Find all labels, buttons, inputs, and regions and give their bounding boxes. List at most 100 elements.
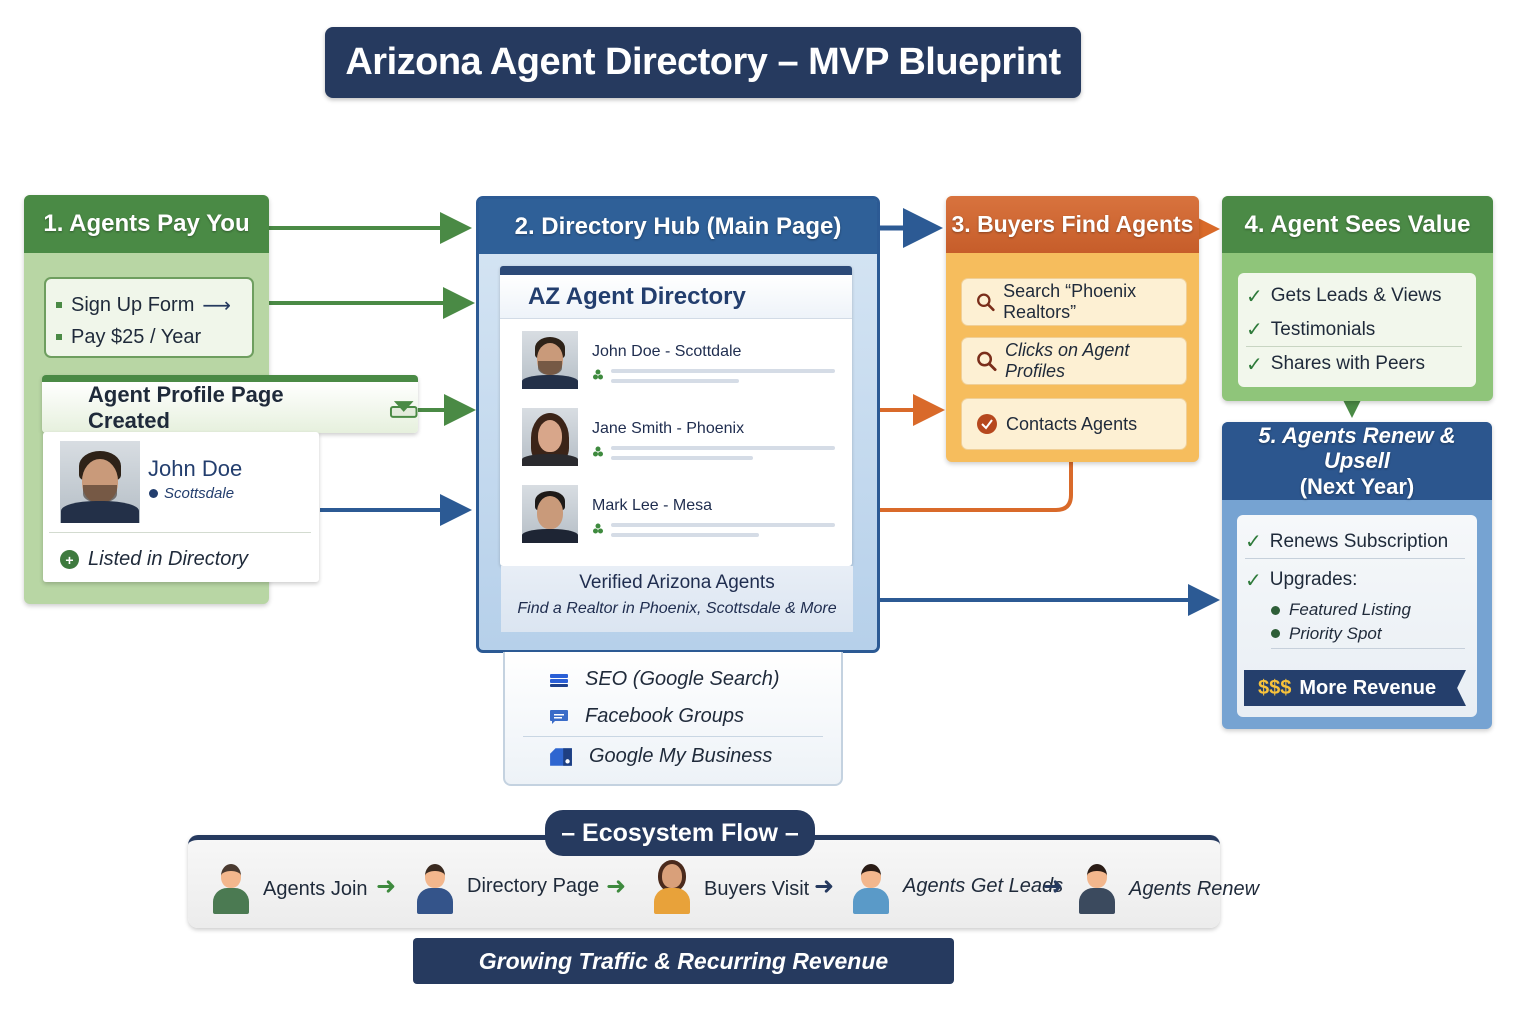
buyer-action-item[interactable]: Search “Phoenix Realtors” bbox=[961, 278, 1187, 326]
directory-window: AZ Agent Directory John Doe - Scottdale … bbox=[500, 266, 852, 566]
listed-status: + Listed in Directory bbox=[60, 548, 248, 571]
placeholder-bar bbox=[611, 446, 835, 450]
eco-step-label: Agents Get Leads bbox=[903, 874, 1064, 897]
arrow-right-icon: ⟶ bbox=[202, 294, 232, 317]
signup-item-label: Pay $25 / Year bbox=[71, 325, 202, 348]
search-icon bbox=[977, 351, 997, 372]
step4-heading: 4. Agent Sees Value bbox=[1222, 196, 1493, 253]
value-item: ✓ Shares with Peers bbox=[1246, 347, 1476, 381]
eco-step: Agents Get Leads bbox=[851, 864, 1063, 914]
profile-location: Scottsdale bbox=[149, 485, 234, 502]
value-item: ✓Testimonials bbox=[1246, 313, 1462, 347]
eco-step: Agents Join bbox=[211, 864, 368, 914]
value-item: ✓ Gets Leads & Views bbox=[1246, 279, 1476, 313]
signup-item-label: Sign Up Form bbox=[71, 293, 195, 316]
directory-row[interactable]: John Doe - Scottdale bbox=[522, 331, 842, 391]
chat-bubble-icon bbox=[550, 709, 568, 724]
channel-item[interactable]: Google My Business bbox=[549, 745, 772, 768]
eco-step-label: Buyers Visit bbox=[704, 877, 810, 900]
step2-heading: 2. Directory Hub (Main Page) bbox=[479, 199, 877, 254]
eco-step-label: Directory Page bbox=[467, 874, 600, 897]
checkmark-icon: ✓ bbox=[1245, 569, 1262, 592]
agent-name: Jane Smith - Phoenix bbox=[592, 420, 745, 437]
placeholder-bar bbox=[611, 533, 759, 537]
placeholder-bar bbox=[611, 369, 835, 373]
buyer-action-label: Contacts Agents bbox=[1006, 413, 1138, 434]
person-icon bbox=[652, 864, 692, 914]
plus-circle-icon: + bbox=[60, 550, 79, 569]
agent-photo bbox=[522, 485, 578, 543]
step5-heading-line1: 5. Agents Renew & Upsell bbox=[1258, 423, 1456, 474]
footer-headline: Verified Arizona Agents bbox=[579, 572, 775, 593]
bullet-dot-icon bbox=[1271, 605, 1280, 615]
footer-tagline: Find a Realtor in Phoenix, Scottsdale & … bbox=[517, 600, 837, 617]
upgrade-option-label: Priority Spot bbox=[1289, 623, 1382, 643]
signup-item: Sign Up Form ⟶ bbox=[56, 289, 252, 321]
arrow-right-icon: ➜ bbox=[1043, 873, 1064, 900]
upgrade-option: Priority Spot bbox=[1271, 623, 1465, 649]
dollar-icon: $$$ bbox=[1258, 676, 1292, 699]
checkmark-icon: ✓ bbox=[1246, 285, 1263, 308]
step1-heading: 1. Agents Pay You bbox=[24, 195, 269, 253]
profile-city: Scottsdale bbox=[164, 485, 235, 502]
step5-heading-line2: (Next Year) bbox=[1299, 473, 1415, 499]
checkmark-icon: ✓ bbox=[1246, 353, 1263, 376]
agent-profile-card[interactable]: John Doe Scottsdale + Listed in Director… bbox=[43, 432, 319, 582]
step5-heading: 5. Agents Renew & Upsell (Next Year) bbox=[1222, 422, 1492, 500]
agent-name: John Doe - Scottdale bbox=[592, 343, 742, 360]
divider bbox=[523, 736, 823, 737]
arrow-right-icon: ➜ bbox=[376, 873, 397, 900]
placeholder-bar bbox=[611, 379, 739, 383]
signup-card: Sign Up Form ⟶ Pay $25 / Year bbox=[44, 277, 254, 358]
eco-step-label: Agents Renew bbox=[1129, 877, 1260, 900]
inbox-tray-icon bbox=[389, 400, 418, 418]
ecosystem-title: – Ecosystem Flow – bbox=[545, 810, 815, 856]
profile-name: John Doe bbox=[148, 456, 243, 481]
person-icon bbox=[211, 864, 251, 914]
signup-item: Pay $25 / Year bbox=[56, 321, 252, 353]
value-label: Gets Leads & Views bbox=[1270, 285, 1442, 306]
person-icon bbox=[1077, 864, 1117, 914]
upgrade-label: Upgrades: bbox=[1269, 569, 1358, 590]
upgrade-item: ✓ Upgrades: bbox=[1245, 563, 1477, 597]
buyer-action-label: Search “Phoenix Realtors” bbox=[1003, 281, 1137, 322]
value-label: Testimonials bbox=[1270, 318, 1376, 340]
eco-step: Agents Renew bbox=[1077, 864, 1259, 914]
clover-icon bbox=[593, 369, 603, 380]
channel-label: Facebook Groups bbox=[585, 705, 744, 727]
storefront-icon bbox=[550, 747, 572, 766]
channel-item[interactable]: SEO (Google Search) bbox=[549, 668, 780, 691]
check-circle-icon bbox=[977, 414, 997, 434]
search-icon bbox=[977, 293, 995, 312]
buyer-action-item[interactable]: Clicks on Agent Profiles bbox=[961, 337, 1187, 385]
growing-revenue-banner: Growing Traffic & Recurring Revenue bbox=[413, 938, 954, 984]
buyer-action-item[interactable]: Contacts Agents bbox=[961, 398, 1187, 450]
channel-label: Google My Business bbox=[589, 745, 773, 767]
step3-heading: 3. Buyers Find Agents bbox=[946, 196, 1199, 253]
divider bbox=[49, 532, 311, 533]
agent-photo bbox=[60, 441, 140, 523]
checkmark-icon: ✓ bbox=[1245, 531, 1262, 553]
placeholder-bar bbox=[611, 456, 753, 460]
step3-panel: 3. Buyers Find Agents Search “Phoenix Re… bbox=[946, 196, 1199, 462]
upgrade-option: Featured Listing bbox=[1271, 597, 1477, 623]
arrow-contacts-loop bbox=[880, 462, 1073, 512]
profile-page-header: Agent Profile Page Created bbox=[42, 375, 418, 433]
channel-item[interactable]: Facebook Groups bbox=[549, 705, 744, 728]
arrow-right-icon: ➜ bbox=[814, 873, 835, 900]
eco-step-label: Agents Join bbox=[263, 877, 368, 900]
revenue-ribbon: $$$ More Revenue bbox=[1244, 670, 1466, 706]
listed-label: Listed in Directory bbox=[88, 548, 249, 570]
revenue-label: More Revenue bbox=[1299, 676, 1437, 699]
eco-step: Directory Page bbox=[415, 864, 599, 914]
agent-photo bbox=[522, 331, 578, 389]
directory-row[interactable]: Jane Smith - Phoenix bbox=[522, 408, 842, 468]
value-label: Shares with Peers bbox=[1270, 353, 1425, 374]
directory-row[interactable]: Mark Lee - Mesa bbox=[522, 485, 842, 545]
page-title: Arizona Agent Directory – MVP Blueprint bbox=[325, 27, 1081, 98]
renew-label: Renews Subscription bbox=[1269, 530, 1449, 552]
renew-item: ✓ Renews Subscription bbox=[1245, 525, 1465, 559]
buyer-action-label: Clicks on Agent Profiles bbox=[1005, 340, 1130, 381]
agent-photo bbox=[522, 408, 578, 466]
profile-header-label: Agent Profile Page Created bbox=[88, 381, 284, 433]
